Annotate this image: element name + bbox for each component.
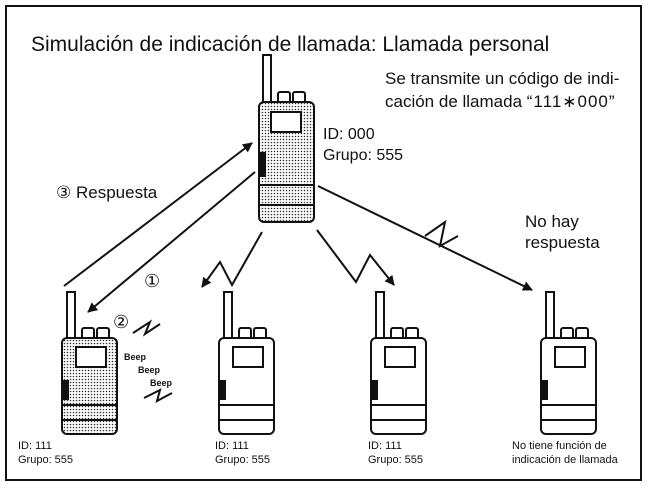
receiver-4-label: No tiene función de indicación de llamad… (512, 439, 618, 467)
no-response-line1: No hay (525, 212, 579, 231)
receiver-2-id: ID: 111 (215, 440, 249, 452)
calling-radio-group: Grupo: 555 (323, 147, 404, 164)
transmit-note: Se transmite un código de indi- cación d… (385, 67, 645, 113)
transmit-note-prefix: cación de llamada (385, 92, 527, 111)
receiver-radio-2-icon (218, 291, 275, 435)
step-two-marker: ② (113, 312, 130, 332)
step-one-marker: ① (144, 271, 161, 291)
receiver-3-id: ID: 111 (368, 440, 402, 452)
signal-bolt-4-icon (424, 219, 459, 248)
no-response-label: No hay respuesta (525, 211, 600, 253)
receiver-1-label: ID: 111 Grupo: 555 (18, 439, 73, 467)
transmit-note-line1: Se transmite un código de indi- (385, 69, 620, 88)
call-arrow-icon (87, 171, 256, 313)
no-response-arrow-icon (317, 185, 533, 291)
receiver-radio-3-icon (370, 291, 427, 435)
signal-bolt-2-icon (201, 231, 263, 288)
response-text: Respuesta (75, 183, 158, 202)
receiver-3-label: ID: 111 Grupo: 555 (368, 439, 423, 467)
receiver-4-line1: No tiene función de (512, 440, 607, 452)
beep-label-2: Beep (138, 365, 161, 375)
calling-radio-id: ID: 000 (323, 126, 375, 143)
receiver-1-group: Grupo: 555 (18, 454, 74, 466)
transmit-note-line2: cación de llamada “111∗000” (385, 90, 645, 113)
calling-radio-icon (258, 54, 315, 223)
call-code: “111∗000” (526, 92, 616, 111)
calling-radio-label: ID: 000 Grupo: 555 (323, 124, 403, 166)
diagram-title: Simulación de indicación de llamada: Lla… (31, 33, 550, 56)
receiver-1-id: ID: 111 (18, 440, 52, 452)
receiver-2-label: ID: 111 Grupo: 555 (215, 439, 270, 467)
receiver-2-group: Grupo: 555 (215, 454, 271, 466)
response-arrow-icon (63, 142, 253, 287)
response-marker: ③ (56, 183, 72, 202)
receiver-4-line2: indicación de llamada (512, 454, 618, 466)
receiver-radio-4-icon (540, 291, 597, 435)
no-response-line2: respuesta (525, 233, 600, 252)
beep-label-1: Beep (124, 352, 147, 362)
response-label: ③ Respuesta (56, 183, 157, 203)
beep-label-3: Beep (150, 378, 173, 388)
beep-bolt-lower-icon (143, 388, 173, 403)
signal-bolt-3-icon (316, 229, 395, 286)
receiver-3-group: Grupo: 555 (368, 454, 424, 466)
beep-bolt-upper-icon (132, 319, 161, 337)
receiver-radio-1-icon (61, 291, 118, 435)
